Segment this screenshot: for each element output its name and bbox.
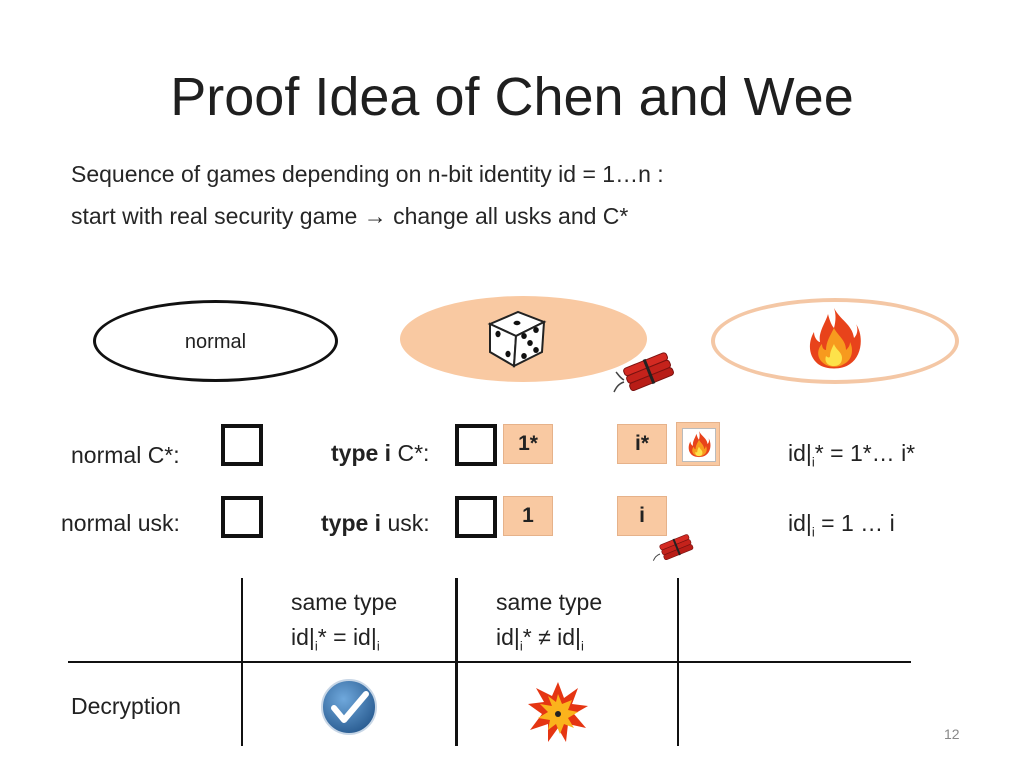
tag-usk-i: i: [617, 496, 667, 536]
tag-c-1star: 1*: [503, 424, 553, 464]
normal-usk-box: [221, 496, 263, 538]
formula-usk-part-a: id|: [788, 510, 812, 536]
type-c-bold: type i: [331, 440, 392, 466]
checkmark-icon: [321, 679, 377, 735]
col2-id-a: id|: [496, 624, 520, 650]
decryption-label: Decryption: [71, 693, 181, 719]
col2-sub-b: i: [581, 638, 584, 654]
formula-usk-sub: i: [811, 524, 815, 540]
type-usk-rest: usk:: [381, 510, 430, 536]
subtitle-line-2: start with real security game → change a…: [71, 203, 629, 229]
formula-c: id|i* = 1*… i*: [788, 438, 915, 478]
type-usk-box: [455, 496, 497, 538]
formula-usk-part-b: = 1 … i: [814, 510, 895, 536]
formula-c-part-b: * = 1*… i*: [814, 440, 916, 466]
table-col2-line1: same type: [496, 589, 603, 615]
table-divider-1: [241, 578, 243, 746]
type-usk-bold: type i: [321, 510, 382, 536]
fire-icon: [688, 431, 711, 458]
table-col1-line2: id|i* = id|i: [291, 622, 380, 662]
col1-id-a: id|: [291, 624, 315, 650]
type-c-rest: C*:: [391, 440, 430, 466]
type-c-label: type i C*:: [331, 438, 429, 468]
normal-usk-label: normal usk:: [61, 510, 180, 536]
formula-usk: id|i = 1 … i: [788, 508, 895, 548]
col1-id-b: * = id|: [317, 624, 377, 650]
tag-c-istar: i*: [617, 424, 667, 464]
formula-c-sub: i: [811, 454, 815, 470]
table-divider-2: [455, 578, 458, 746]
type-usk-label: type i usk:: [321, 508, 430, 538]
normal-state-ellipse: normal: [93, 300, 338, 382]
table-divider-3: [677, 578, 679, 746]
fire-tag: [676, 422, 720, 466]
dynamite-icon: [613, 352, 674, 393]
fire-icon: [809, 308, 861, 369]
type-c-box: [455, 424, 497, 466]
page-number: 12: [944, 726, 960, 742]
subtitle-line-1: Sequence of games depending on n-bit ide…: [71, 161, 664, 187]
col1-sub-a: i: [314, 638, 318, 654]
formula-c-part-a: id|: [788, 440, 812, 466]
normal-state-label: normal: [184, 331, 247, 353]
table-divider-horizontal: [68, 661, 911, 663]
tag-usk-1: 1: [503, 496, 553, 536]
table-col1-line1: same type: [291, 589, 398, 615]
explosion-icon: [528, 682, 588, 742]
dice-icon: [487, 310, 547, 368]
normal-c-box: [221, 424, 263, 466]
slide-title: Proof Idea of Chen and Wee: [170, 67, 854, 127]
dynamite-icon: [652, 534, 694, 561]
col2-id-b: * ≠ id|: [522, 624, 582, 650]
normal-c-label: normal C*:: [71, 442, 180, 468]
col2-sub-a: i: [519, 638, 523, 654]
fire-state-ellipse: [711, 298, 959, 384]
col1-sub-b: i: [376, 638, 380, 654]
table-col2-line2: id|i* ≠ id|i: [496, 622, 584, 662]
